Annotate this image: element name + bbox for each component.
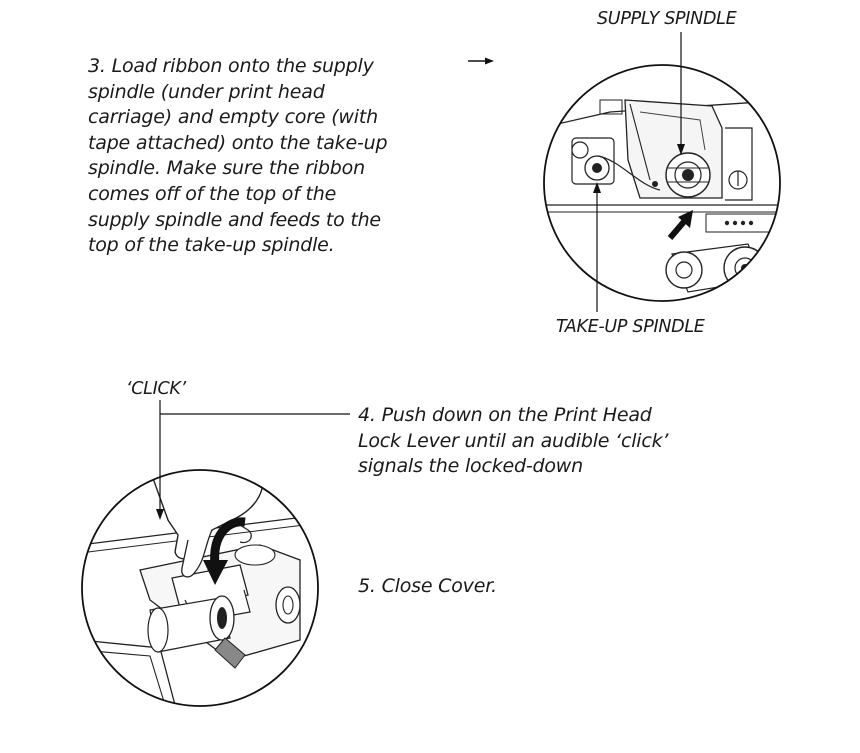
click-label: ‘CLICK’ — [126, 379, 186, 399]
click-leader-icon — [156, 400, 164, 520]
takeup-spindle-leader-icon — [593, 182, 601, 312]
pointer-arrow-icon — [468, 57, 494, 65]
step-3-line: top of the take-up spindle. — [88, 234, 335, 257]
step-4-line: Lock Lever until an audible ‘click’ — [358, 429, 669, 452]
step-3-instructions: 3. Load ribbon onto the supply spindle (… — [88, 54, 428, 259]
ribbon-loading-illustration — [543, 64, 781, 302]
step-4-line: 4. Push down on the Print Head — [358, 404, 652, 426]
step-3-line: 3. Load ribbon onto the supply — [88, 55, 374, 77]
step-3-line: tape attached) onto the take-up — [88, 131, 388, 154]
step-3-line: spindle. Make sure the ribbon — [88, 157, 365, 180]
step-3-line: carriage) and empty core (with — [88, 106, 378, 129]
step-4-instructions: 4. Push down on the Print Head Lock Leve… — [358, 403, 698, 480]
takeup-spindle-label: TAKE-UP SPINDLE — [556, 317, 705, 337]
step-3-line: spindle (under print head — [88, 80, 325, 103]
step-4-line: signals the locked-down — [358, 455, 583, 478]
supply-spindle-label: SUPPLY SPINDLE — [597, 9, 737, 29]
step-3-line: comes off of the top of the — [88, 182, 337, 205]
supply-spindle-leader-icon — [677, 32, 685, 155]
step-3-line: supply spindle and feeds to the — [88, 208, 381, 231]
lock-lever-illustration — [81, 469, 319, 707]
step-5-instructions: 5. Close Cover. — [358, 575, 497, 597]
